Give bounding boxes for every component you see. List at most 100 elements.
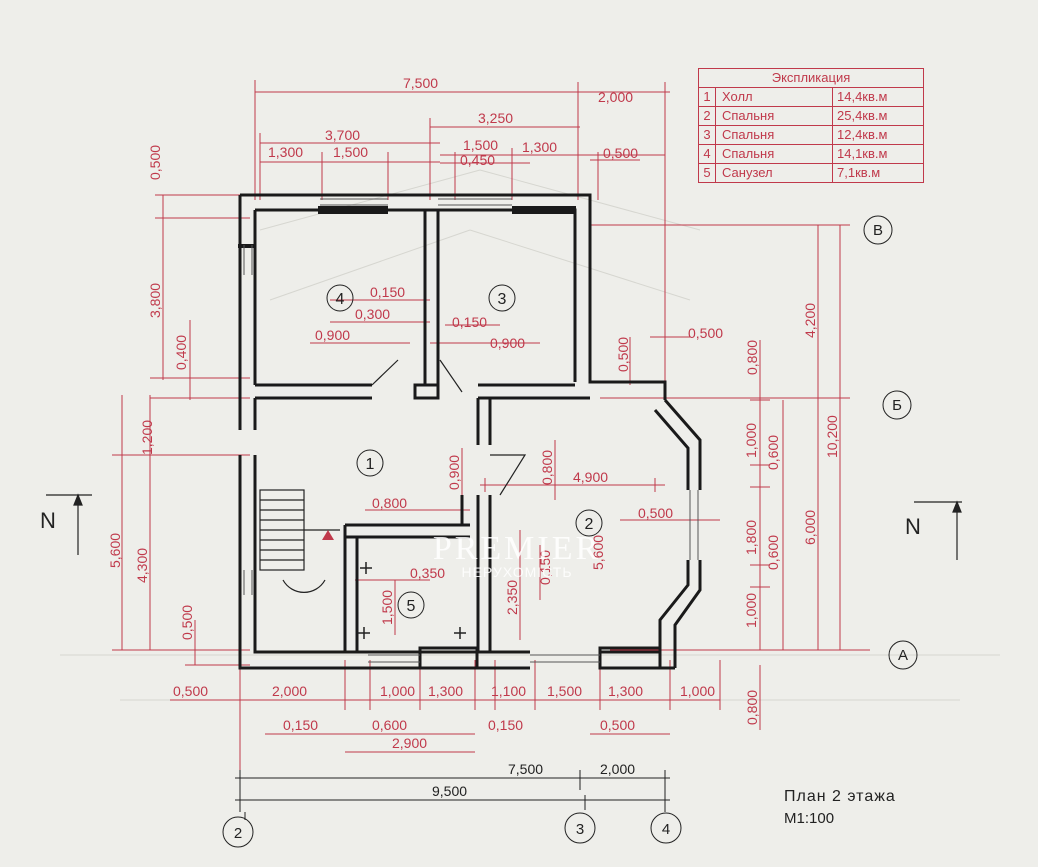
- dim-top-1500b: 1,500: [463, 137, 498, 153]
- dim-l-0500top: 0,500: [147, 145, 163, 180]
- dim-in-0800h: 0,800: [372, 495, 407, 511]
- dim-b-1000a: 1,000: [380, 683, 415, 699]
- dim-top-3700: 3,700: [325, 127, 360, 143]
- dim-in-0800v: 0,800: [744, 340, 760, 375]
- axis-v-marker: [863, 215, 893, 245]
- dim-b-1500: 1,500: [547, 683, 582, 699]
- legend-row-name: Спальня: [716, 107, 833, 125]
- dim-b-0150a: 0,150: [283, 717, 318, 733]
- dim-b-1300b: 1,300: [608, 683, 643, 699]
- dim-l-3800: 3,800: [147, 283, 163, 318]
- dim-r-4200: 4,200: [802, 303, 818, 338]
- room-4-number: 4: [336, 291, 345, 308]
- legend-row-area: 25,4кв.м: [837, 108, 888, 123]
- background-ghost-lines: [60, 169, 1000, 701]
- dim-in-1500v: 1,500: [379, 590, 395, 625]
- room-3-circle: [488, 284, 516, 312]
- dim-r-1000a: 1,000: [743, 423, 759, 458]
- dim-in-0300: 0,300: [355, 306, 390, 322]
- legend-row-area: 7,1кв.м: [837, 165, 881, 180]
- legend-row-no: 1: [699, 88, 716, 106]
- dim-top-1300a: 1,300: [268, 144, 303, 160]
- dim-b-1100: 1,100: [491, 683, 526, 699]
- dim-top-0500: 0,500: [603, 145, 638, 161]
- dim-top-7500: 7,500: [403, 75, 438, 91]
- plan-title: План 2 этажа: [784, 788, 896, 805]
- dim-b-0800: 0,800: [744, 690, 760, 725]
- dim-in-0500v: 0,500: [615, 337, 631, 372]
- dim-l-5600: 5,600: [107, 533, 123, 568]
- dim-b-1000b: 1,000: [680, 683, 715, 699]
- doors: [371, 359, 527, 496]
- staircase: [259, 489, 340, 593]
- dim-b-0500: 0,500: [173, 683, 208, 699]
- section-markers: [46, 493, 962, 560]
- dim-b-9500: 9,500: [432, 783, 467, 799]
- legend-row: 2 Спальня 25,4кв.м: [699, 107, 923, 126]
- legend-row-name: Холл: [716, 88, 833, 106]
- axis-4-label: 4: [662, 821, 670, 838]
- dim-in-5600: 5,600: [590, 535, 606, 570]
- dim-in-4900: 4,900: [573, 469, 608, 485]
- legend-row-name: Спальня: [716, 145, 833, 163]
- dim-in-0350: 0,350: [410, 565, 445, 581]
- dim-l-1200: 1,200: [139, 420, 155, 455]
- dim-in-2350: 2,350: [504, 580, 520, 615]
- bathroom-fixtures: [358, 562, 466, 639]
- dim-l-0500bot: 0,500: [179, 605, 195, 640]
- dim-r-0600a: 0,600: [765, 435, 781, 470]
- dim-b-2000b: 2,000: [600, 761, 635, 777]
- room-1-circle: [356, 449, 384, 477]
- axis-3-marker: [564, 812, 596, 844]
- axis-b-marker: [882, 390, 912, 420]
- plan-scale: М1:100: [784, 810, 835, 827]
- dim-r-1800: 1,800: [743, 520, 759, 555]
- dim-b-0150b: 0,150: [488, 717, 523, 733]
- axis-3-label: 3: [576, 821, 584, 838]
- dim-b-2900: 2,900: [392, 735, 427, 751]
- dim-b-7500: 7,500: [508, 761, 543, 777]
- legend-row: 1 Холл 14,4кв.м: [699, 88, 923, 107]
- legend-row-name: Санузел: [716, 164, 833, 182]
- axis-2-label: 2: [234, 825, 242, 842]
- axis-a-marker: [888, 640, 918, 670]
- dim-b-0500b: 0,500: [600, 717, 635, 733]
- legend-title: Экспликация: [699, 69, 923, 88]
- windows: [243, 198, 699, 663]
- dim-top-2000: 2,000: [598, 89, 633, 105]
- room-3-number: 3: [498, 291, 507, 308]
- dim-in-0150v: 0,150: [537, 550, 553, 585]
- dim-r-0600b: 0,600: [765, 535, 781, 570]
- dimension-lines: [112, 80, 870, 800]
- dim-top-1300b: 1,300: [522, 139, 557, 155]
- walls: [238, 193, 702, 670]
- legend-row: 5 Санузел 7,1кв.м: [699, 164, 923, 182]
- axis-a-label: А: [898, 647, 908, 664]
- legend-row: 3 Спальня 12,4кв.м: [699, 126, 923, 145]
- axis-b-label: Б: [892, 397, 902, 414]
- legend-row: 4 Спальня 14,1кв.м: [699, 145, 923, 164]
- dim-r-6000: 6,000: [802, 510, 818, 545]
- watermark-subtitle: НЕРУХОМІСТЬ: [461, 564, 573, 580]
- dim-top-3250: 3,250: [478, 110, 513, 126]
- dim-r-1000b: 1,000: [743, 593, 759, 628]
- watermark-brand: PREMIER: [432, 530, 602, 567]
- dim-in-0900b: 0,900: [490, 335, 525, 351]
- room-5-number: 5: [407, 598, 416, 615]
- dim-in-0500r: 0,500: [688, 325, 723, 341]
- dim-in-0500m: 0,500: [638, 505, 673, 521]
- dim-b-0600: 0,600: [372, 717, 407, 733]
- dim-l-0400: 0,400: [173, 335, 189, 370]
- legend-row-area: 14,4кв.м: [837, 89, 888, 104]
- legend-row-no: 3: [699, 126, 716, 144]
- dim-b-1300a: 1,300: [428, 683, 463, 699]
- legend-row-name: Спальня: [716, 126, 833, 144]
- dim-r-10200: 10,200: [824, 415, 840, 458]
- axis-2-marker: [222, 816, 254, 848]
- room-legend-table: Экспликация 1 Холл 14,4кв.м 2 Спальня 25…: [698, 68, 924, 183]
- dim-in-0900v: 0,900: [446, 455, 462, 490]
- north-label-right: N: [905, 514, 921, 539]
- legend-row-area: 12,4кв.м: [837, 127, 888, 142]
- axis-4-marker: [650, 812, 682, 844]
